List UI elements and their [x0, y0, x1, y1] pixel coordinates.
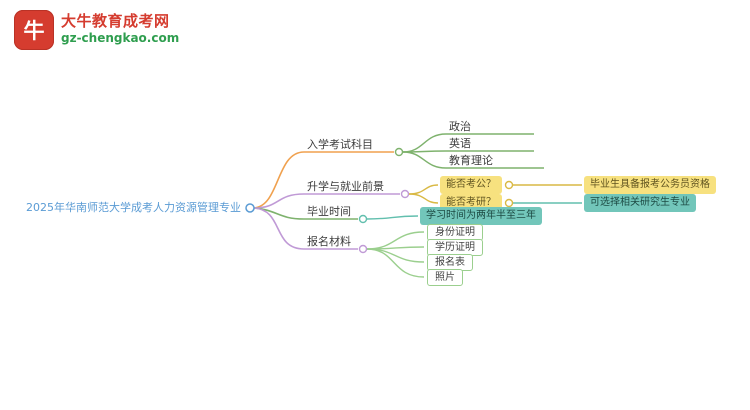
connector-line — [402, 151, 544, 169]
logo-brand-name: 大牛教育成考网 — [61, 12, 170, 30]
connector-line — [408, 193, 439, 204]
node-politics[interactable]: 政治 — [449, 120, 471, 133]
connector-line — [366, 248, 425, 278]
logo-text: 大牛教育成考网 gz-chengkao.com — [61, 10, 179, 46]
connector-line — [366, 248, 425, 263]
connector-line — [366, 215, 419, 220]
bull-logo-icon: 牛 — [14, 10, 54, 50]
node-study-duration[interactable]: 学习时间为两年半至三年 — [420, 207, 542, 225]
logo-domain: gz-chengkao.com — [61, 30, 180, 45]
node-photo[interactable]: 照片 — [427, 269, 463, 286]
node-civil-service-answer[interactable]: 毕业生具备报考公务员资格 — [584, 176, 716, 194]
branch2-node-toggle[interactable] — [400, 189, 410, 199]
node-postgraduate-answer[interactable]: 可选择相关研究生专业 — [584, 194, 696, 212]
branch-registration-materials[interactable]: 报名材料 — [307, 235, 351, 248]
branch-graduation-time[interactable]: 毕业时间 — [307, 205, 351, 218]
branch-exam-subjects[interactable]: 入学考试科目 — [307, 138, 373, 151]
root-node-toggle[interactable] — [245, 203, 255, 213]
kaogong-node-toggle[interactable] — [504, 180, 514, 190]
connector-line — [253, 207, 358, 250]
node-education-theory[interactable]: 教育理论 — [449, 154, 493, 167]
branch-further-study-career[interactable]: 升学与就业前景 — [307, 180, 384, 193]
connector-line — [408, 184, 439, 195]
site-logo[interactable]: 牛 大牛教育成考网 gz-chengkao.com — [14, 10, 179, 50]
kaoyan-node-toggle[interactable] — [504, 198, 514, 208]
branch1-node-toggle[interactable] — [394, 147, 404, 157]
node-civil-service-question[interactable]: 能否考公？ — [440, 176, 502, 194]
connector-line — [253, 151, 394, 209]
root-node[interactable]: 2025年华南师范大学成考人力资源管理专业 — [26, 201, 241, 214]
branch3-node-toggle[interactable] — [358, 214, 368, 224]
branch4-node-toggle[interactable] — [358, 244, 368, 254]
connector-line — [402, 150, 534, 153]
connector-line — [253, 193, 400, 209]
node-english[interactable]: 英语 — [449, 137, 471, 150]
